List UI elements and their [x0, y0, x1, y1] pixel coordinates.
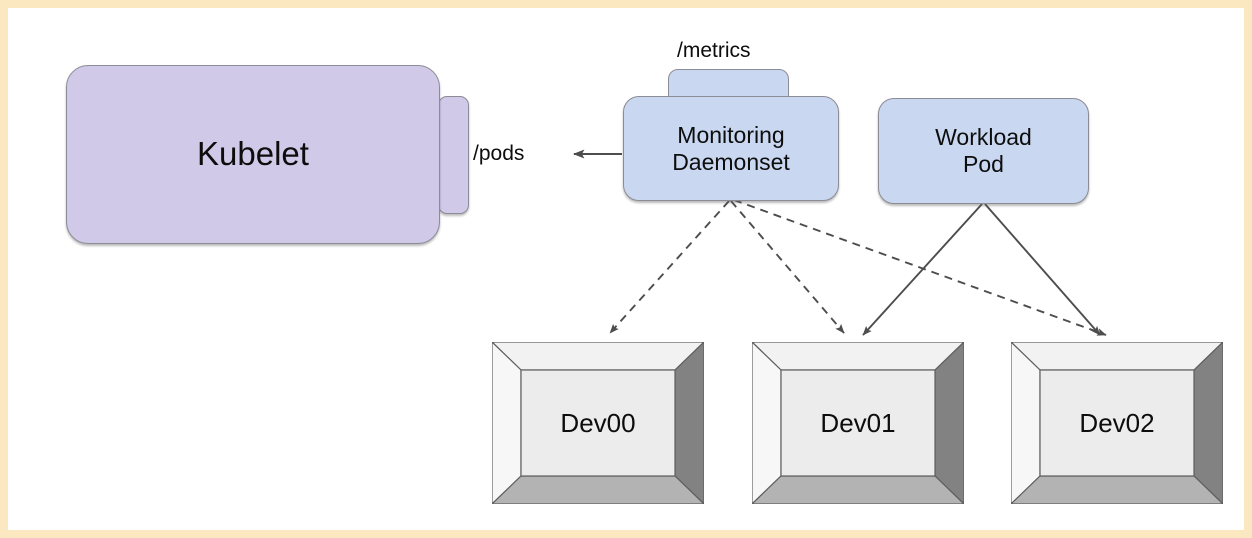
- device-box-shape: [752, 342, 964, 504]
- device-box-2[interactable]: Dev02: [1011, 342, 1223, 504]
- node-monitoring-daemonset[interactable]: Monitoring Daemonset: [623, 96, 839, 201]
- edge-workload-to-dev01: [862, 203, 983, 336]
- edge-monitoring-to-dev02: [733, 199, 1107, 336]
- node-kubelet[interactable]: Kubelet: [66, 65, 440, 244]
- node-monitoring-daemonset-label: Monitoring Daemonset: [672, 121, 790, 175]
- device-box-0[interactable]: Dev00: [492, 342, 704, 504]
- node-kubelet-label: Kubelet: [197, 135, 309, 173]
- device-box-2-label: Dev02: [1079, 407, 1155, 438]
- device-box-shape: [1011, 342, 1223, 504]
- diagram-paper: Kubelet /pods /metrics Monitoring Daemon…: [8, 8, 1244, 530]
- edge-monitoring-to-dev01: [730, 200, 845, 334]
- node-workload-pod-label: Workload Pod: [935, 124, 1032, 177]
- pods-endpoint-label: /pods: [473, 142, 525, 165]
- kubelet-pods-tab: [438, 96, 469, 214]
- metrics-endpoint-label: /metrics: [677, 39, 751, 62]
- node-workload-pod[interactable]: Workload Pod: [878, 98, 1089, 204]
- device-box-0-label: Dev00: [560, 407, 636, 438]
- device-box-1[interactable]: Dev01: [752, 342, 964, 504]
- edge-monitoring-to-dev00: [609, 200, 730, 334]
- device-box-1-label: Dev01: [820, 407, 896, 438]
- device-box-shape: [492, 342, 704, 504]
- edge-workload-to-dev02: [984, 203, 1101, 336]
